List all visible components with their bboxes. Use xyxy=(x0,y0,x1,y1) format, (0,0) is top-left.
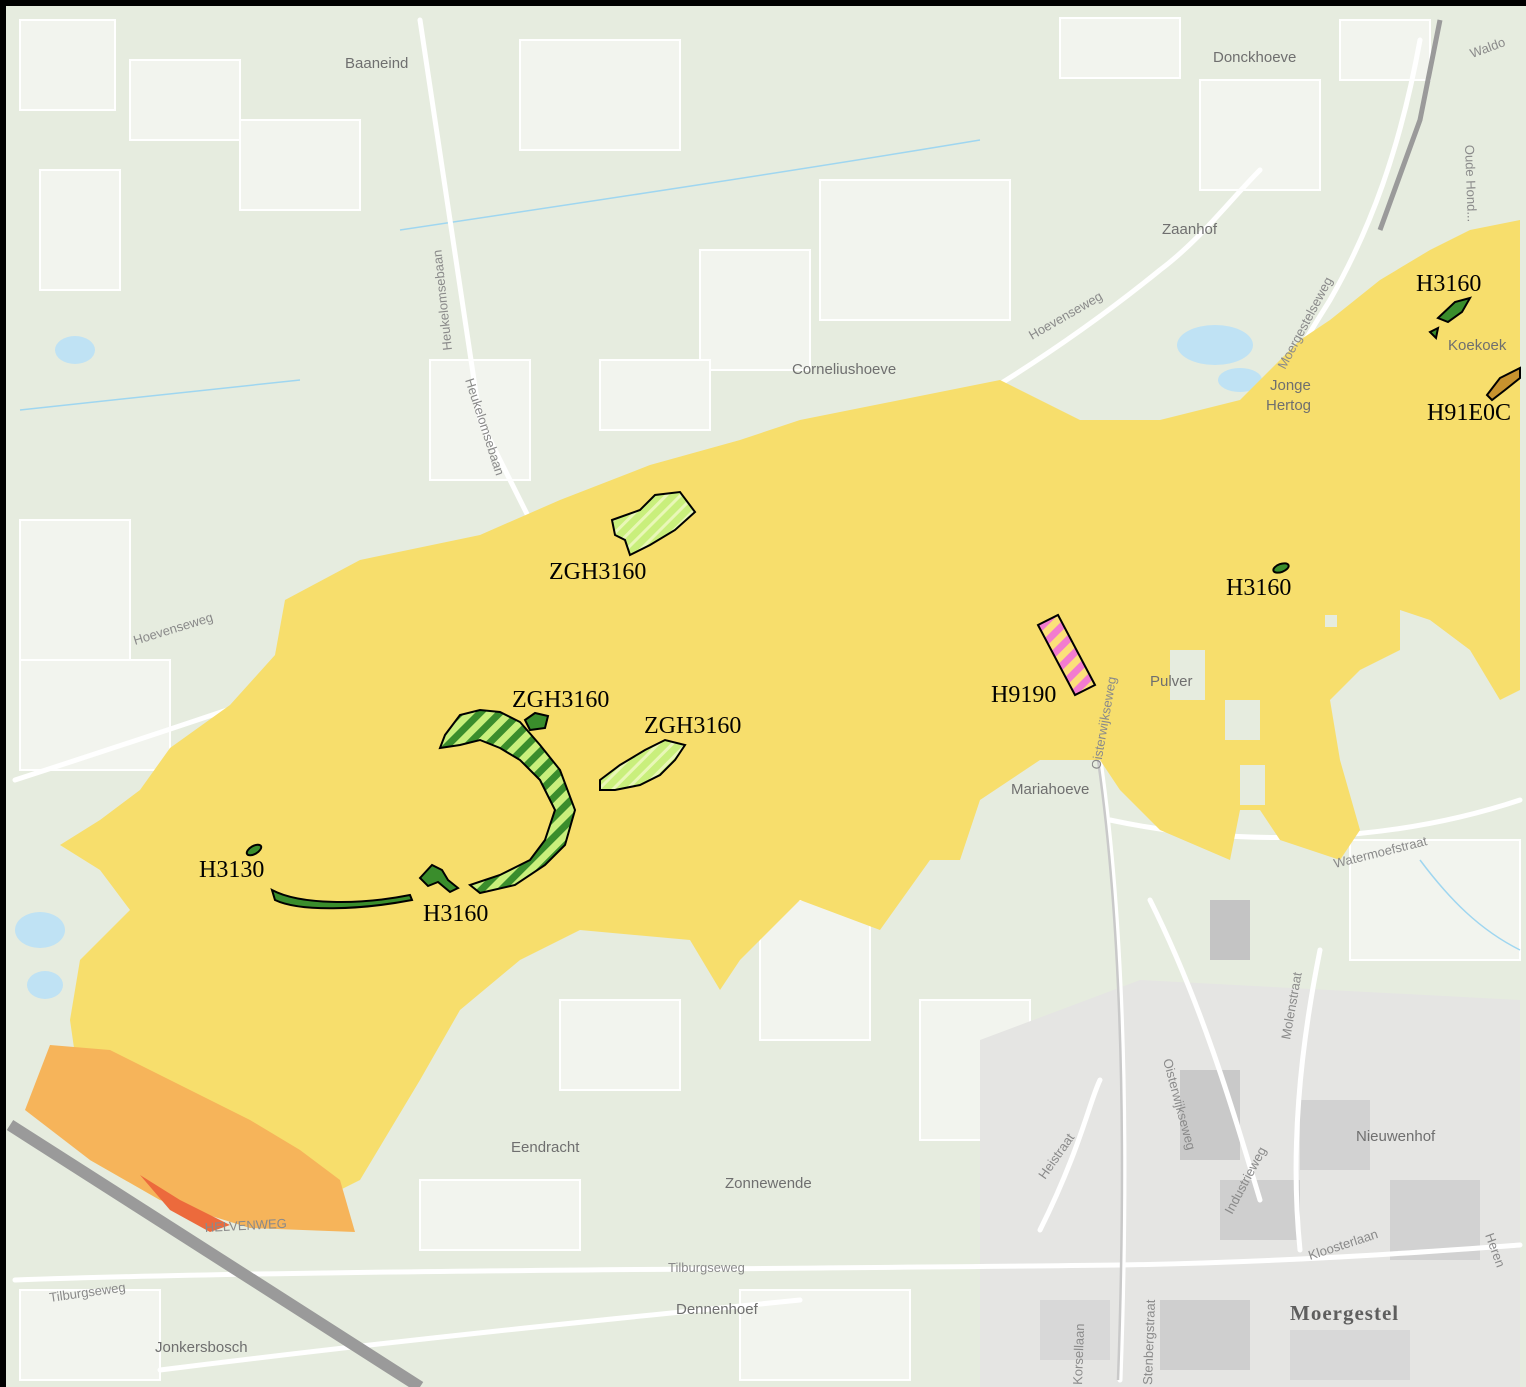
label-baaneind: Baaneind xyxy=(345,55,408,72)
habitat-polygons xyxy=(245,296,1521,910)
label-jonge-hertog-1: Jonge xyxy=(1270,377,1311,394)
label-h3130: H3130 xyxy=(199,857,264,883)
label-h3160-northeast: H3160 xyxy=(1416,271,1481,297)
label-jonge-hertog-2: Hertog xyxy=(1266,397,1311,414)
label-donckhoeve: Donckhoeve xyxy=(1213,49,1296,66)
street-stenbergstraat: Stenbergstraat xyxy=(1140,1299,1158,1385)
habitat-h3160-northeast[interactable] xyxy=(1428,296,1473,341)
label-h3160-southwest: H3160 xyxy=(423,901,488,927)
habitat-zgh3160-arc[interactable] xyxy=(438,708,577,895)
label-corneliushoeve: Corneliushoeve xyxy=(792,361,896,378)
label-mariahoeve: Mariahoeve xyxy=(1011,781,1089,798)
label-pulver: Pulver xyxy=(1150,673,1193,690)
label-jonkersbosch: Jonkersbosch xyxy=(155,1339,248,1356)
water-bodies xyxy=(15,325,1262,999)
street-helvenweg: HELVENWEG xyxy=(204,1216,287,1235)
street-tilburgseweg-center: Tilburgseweg xyxy=(668,1260,745,1275)
main-road-casing xyxy=(1096,759,1124,1381)
habitat-h3160-center[interactable] xyxy=(1272,562,1290,575)
habitat-zgh3160-east[interactable] xyxy=(599,738,687,791)
zone-main xyxy=(60,220,1520,1220)
label-eendracht: Eendracht xyxy=(511,1139,580,1156)
zone-gaps xyxy=(1170,615,1337,805)
habitat-h3130-pond[interactable] xyxy=(245,843,263,858)
ditches xyxy=(19,139,1521,951)
zone-red xyxy=(140,1175,230,1232)
label-h3160-center: H3160 xyxy=(1226,575,1291,601)
place-labels: Baaneind Donckhoeve Zaanhof Corneliushoe… xyxy=(155,49,1507,1356)
habitat-zgh3160-north[interactable] xyxy=(610,490,697,557)
deposition-zone xyxy=(25,220,1520,1232)
map-canvas[interactable]: Baaneind Donckhoeve Zaanhof Corneliushoe… xyxy=(6,6,1526,1387)
habitat-h3160-southwest[interactable] xyxy=(418,863,460,894)
label-moergestel: Moergestel xyxy=(1290,1301,1399,1325)
label-zaanhof: Zaanhof xyxy=(1162,221,1218,238)
label-zonnewende: Zonnewende xyxy=(725,1175,812,1192)
habitat-labels: ZGH3160 ZGH3160 ZGH3160 H3160 H3160 H316… xyxy=(199,271,1511,927)
label-dennenhoef: Dennenhoef xyxy=(676,1301,759,1318)
habitat-h91e0c[interactable] xyxy=(1485,366,1521,402)
street-oude-hondsberg: Oude Hond... xyxy=(1462,145,1480,223)
habitat-h3130-strip[interactable] xyxy=(270,887,414,910)
habitat-h9190[interactable] xyxy=(1036,613,1097,697)
railway xyxy=(6,19,1443,1387)
label-h9190: H9190 xyxy=(991,682,1056,708)
label-zgh3160-arc: ZGH3160 xyxy=(512,687,609,713)
label-zgh3160-east: ZGH3160 xyxy=(644,713,741,739)
habitat-zgh3160-small[interactable] xyxy=(523,711,550,732)
zone-orange xyxy=(25,1045,355,1232)
label-koekoek: Koekoek xyxy=(1448,337,1507,354)
label-nieuwenhof: Nieuwenhof xyxy=(1356,1128,1436,1145)
label-zgh3160-north: ZGH3160 xyxy=(549,559,646,585)
street-korsellaan: Korsellaan xyxy=(1070,1323,1087,1385)
label-h91e0c: H91E0C xyxy=(1427,400,1511,426)
